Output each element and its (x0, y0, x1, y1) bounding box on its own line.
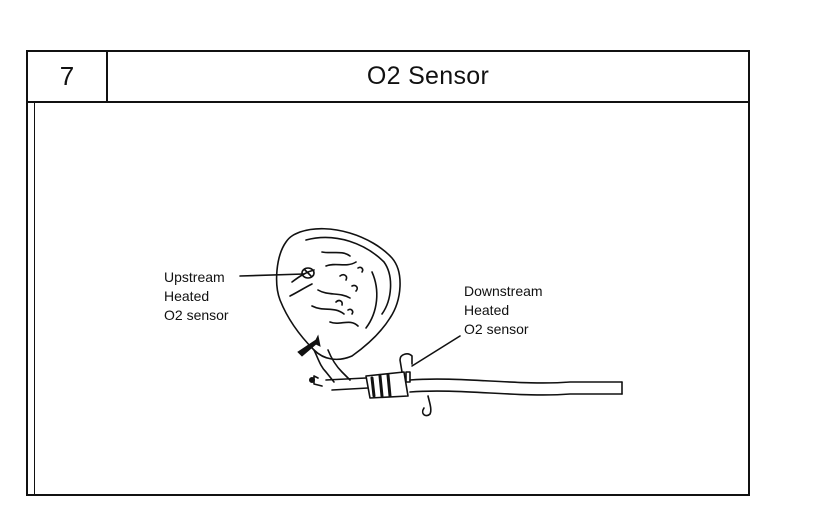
upstream-sensor-icon (301, 267, 315, 279)
pipe-hanger (421, 395, 432, 417)
engine-detail (311, 251, 359, 327)
exhaust-manifold (313, 349, 351, 383)
downstream-leader-line (411, 335, 461, 367)
downstream-label-line-1: Downstream (464, 283, 543, 299)
catalytic-converter (365, 371, 409, 399)
inner-border-line (34, 103, 35, 494)
engine-detail (335, 266, 364, 315)
engine-side-contour (365, 271, 378, 329)
step-number: 7 (28, 52, 108, 101)
downstream-sensor-icon (399, 353, 413, 373)
upstream-label-line-3: O2 sensor (164, 307, 229, 323)
upstream-label-line-2: Heated (164, 288, 210, 304)
arrow-icon (297, 334, 321, 357)
header-row: 7 O2 Sensor (28, 52, 748, 103)
upstream-label-line-1: Upstream (164, 269, 225, 285)
engine-inner-contour (305, 236, 392, 315)
upstream-leader-line (239, 273, 305, 277)
upstream-sensor-label: Upstream Heated O2 sensor (164, 268, 229, 325)
downstream-label-line-3: O2 sensor (464, 321, 529, 337)
page-title: O2 Sensor (366, 62, 490, 90)
engine-outline (275, 228, 401, 361)
downstream-label-line-2: Heated (464, 302, 510, 318)
front-pipe (325, 377, 369, 391)
downstream-sensor-label: Downstream Heated O2 sensor (464, 282, 543, 339)
tail-pipe (409, 378, 623, 396)
diagram-frame: 7 O2 Sensor (26, 50, 750, 496)
